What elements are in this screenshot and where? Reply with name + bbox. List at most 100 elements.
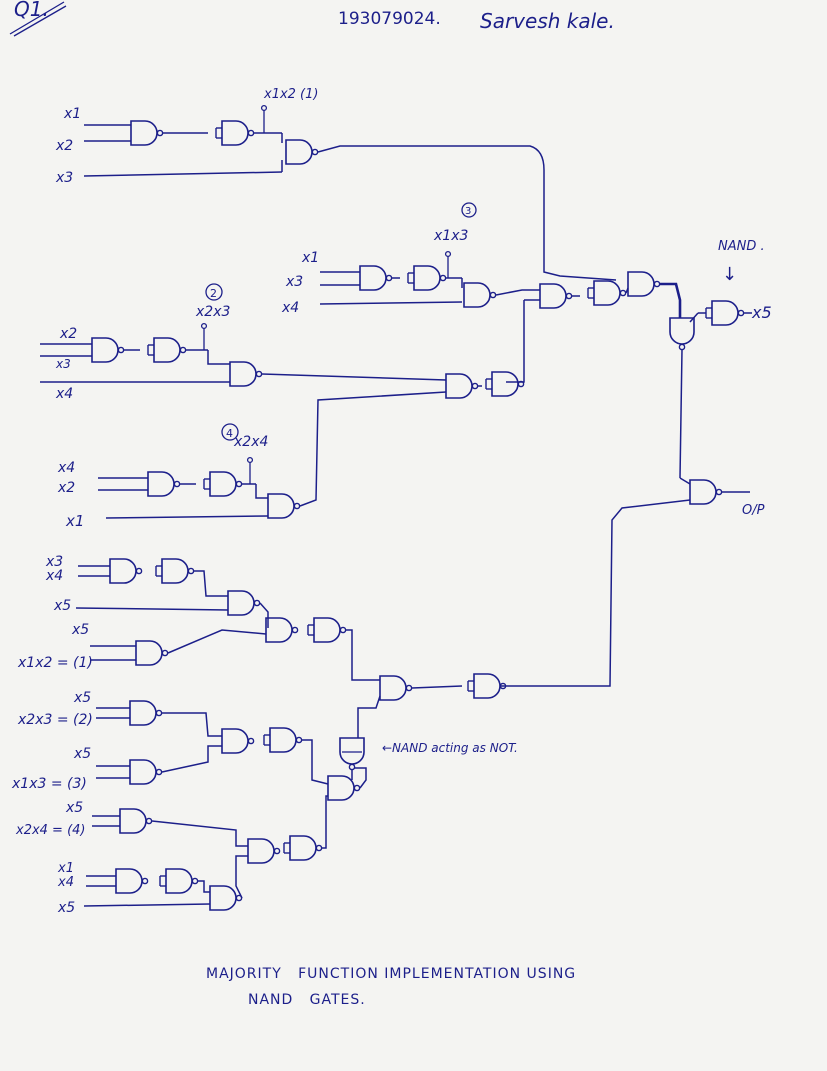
lower-input-x4: x4 — [45, 568, 63, 584]
output-nand-gate — [689, 479, 723, 505]
nand-not-gate — [407, 265, 447, 291]
eq-label-4: x2x4 = (4) — [15, 823, 86, 838]
wire — [679, 349, 683, 479]
wire — [259, 602, 269, 628]
nand-not-gate — [203, 471, 243, 497]
lower-input-x4: x4 — [57, 875, 74, 890]
nand-gate — [91, 337, 125, 363]
stage2-input-x4: x4 — [55, 386, 73, 402]
footer-line-2: NAND GATES. — [248, 992, 366, 1008]
eq-label-2: x2x3 = (2) — [17, 712, 93, 728]
nand-not-gate — [263, 727, 303, 753]
wire — [495, 289, 540, 296]
stage4-input-x1: x1 — [65, 512, 84, 530]
tap-point — [200, 322, 208, 330]
nand-gate — [539, 283, 573, 309]
middle-combine — [506, 271, 682, 383]
lower-input-x3: x3 — [45, 554, 63, 570]
right-block: NAND . ↓ x5 O/P — [500, 239, 772, 687]
not-note-text: ←NAND acting as NOT. — [382, 741, 518, 755]
wire — [317, 145, 617, 281]
wire — [75, 607, 229, 611]
nand-gate — [221, 728, 255, 754]
nand-gate — [359, 265, 393, 291]
wire — [151, 820, 248, 847]
stage4-circle — [221, 423, 239, 441]
nand-gate — [209, 885, 243, 911]
nand-gate — [247, 838, 281, 864]
nand-as-not-gate — [339, 737, 365, 771]
wire — [161, 745, 222, 773]
stage2-group: 2 x2x3 x2 x3 x4 — [40, 283, 525, 402]
nand-not-gate — [155, 558, 195, 584]
nand-not-gate — [215, 120, 255, 146]
lower-input-x1: x1 — [57, 861, 74, 876]
output-label: O/P — [742, 503, 765, 518]
nand-arrow: ↓ — [722, 264, 737, 285]
nand-gate — [147, 471, 181, 497]
wire — [235, 855, 248, 899]
question-label: Q1. — [14, 0, 49, 21]
wire — [167, 629, 267, 654]
wire — [660, 282, 682, 318]
lower-input-x5-d: x5 — [73, 746, 91, 762]
nand-gate — [119, 808, 153, 834]
wire — [83, 171, 283, 177]
question-underline-2 — [13, 5, 67, 37]
nand-not-gate — [147, 337, 187, 363]
stage3-group: 3 x1x3 x1 x3 x4 — [281, 202, 540, 316]
wire — [679, 477, 691, 485]
lower-input-x5-b: x5 — [71, 622, 89, 638]
footer-line-1: MAJORITY FUNCTION IMPLEMENTATION USING — [206, 966, 576, 982]
nand-gate — [285, 139, 319, 165]
roll-number: 193079024. — [338, 9, 441, 29]
stage1-input-x3: x3 — [55, 170, 73, 186]
wire — [354, 767, 367, 789]
wire — [162, 712, 222, 737]
stage2-circle-id: 2 — [210, 287, 217, 300]
nand-gate — [265, 617, 299, 643]
wire — [322, 795, 328, 849]
eq-label-3: x1x3 = (3) — [11, 776, 87, 792]
stage1-input-x2: x2 — [55, 138, 73, 154]
wire — [261, 373, 447, 381]
lower-input-x5-a: x5 — [53, 598, 71, 614]
nand-gate — [109, 558, 143, 584]
nand-gate — [379, 675, 413, 701]
nand-not-gate — [467, 673, 507, 699]
x5-input-label: x5 — [751, 303, 772, 322]
nand-gate — [129, 700, 163, 726]
stage1-group: x1 x2 x3 x1x2 (1) — [55, 87, 617, 281]
wire — [346, 629, 380, 681]
stage3-tap-label: x1x3 — [433, 228, 468, 244]
nand-gate — [130, 120, 164, 146]
lower-block: x3 x4 x5 x5 x1x2 = (1) x5 x2x3 = (2) — [11, 554, 518, 916]
nand-not-gate — [283, 835, 323, 861]
wire — [411, 685, 463, 689]
wire — [194, 570, 228, 597]
nand-gate — [267, 493, 301, 519]
stage2-circle — [205, 283, 223, 301]
header: Q1. 193079024. Sarvesh kale. — [9, 0, 615, 37]
stage4-tap-label: x2x4 — [233, 434, 268, 450]
not-note: ←NAND acting as NOT. — [382, 741, 518, 755]
nand-gate — [129, 759, 163, 785]
nand-gate — [327, 775, 361, 801]
stage3-input-x1: x1 — [301, 250, 319, 266]
wire — [319, 301, 463, 305]
wire — [105, 515, 269, 519]
author-name: Sarvesh kale. — [480, 9, 615, 33]
wire — [302, 739, 329, 785]
stage4-input-x2: x2 — [57, 480, 75, 496]
stage2-tap-label: x2x3 — [195, 304, 230, 320]
wire — [506, 299, 540, 383]
nand-gate-vertical — [669, 317, 695, 351]
wire — [83, 903, 211, 907]
eq-label-1: x1x2 = (1) — [17, 655, 93, 671]
wire — [198, 880, 210, 893]
lower-input-x5-c: x5 — [73, 690, 91, 706]
nand-not-gate — [587, 280, 627, 306]
nand-gate — [627, 271, 661, 297]
stage2-input-x3: x3 — [55, 357, 71, 371]
